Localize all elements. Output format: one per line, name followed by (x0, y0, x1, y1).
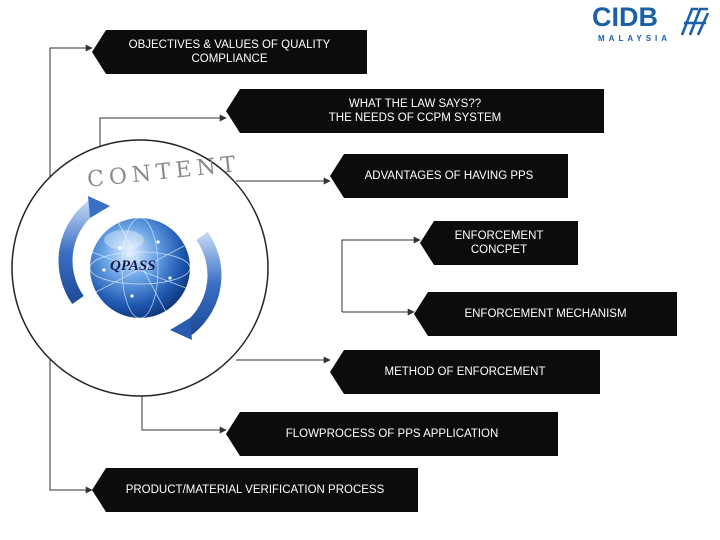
qpass-globe-label: QPASS (110, 258, 156, 274)
topic-banner-5: ENFORCEMENT MECHANISM (414, 292, 677, 336)
connector-7 (141, 395, 227, 434)
topic-label: WHAT THE LAW SAYS?? THE NEEDS OF CCPM SY… (328, 98, 502, 124)
connector-4 (341, 236, 421, 312)
topic-banner-3: ADVANTAGES OF HAVING PPS (330, 154, 568, 198)
topic-banner-8: PRODUCT/MATERIAL VERIFICATION PROCESS (92, 468, 418, 512)
topic-label: ADVANTAGES OF HAVING PPS (364, 170, 534, 182)
topic-label: FLOWPROCESS OF PPS APPLICATION (285, 428, 499, 440)
topic-label: OBJECTIVES & VALUES OF QUALITY COMPLIANC… (128, 39, 331, 65)
connector-8 (49, 480, 93, 494)
topic-banner-6: METHOD OF ENFORCEMENT (330, 350, 600, 394)
topic-banner-4: ENFORCEMENT CONCPET (420, 221, 578, 265)
cidb-logo: CIDB MALAYSIA (592, 2, 714, 48)
topic-banner-1: OBJECTIVES & VALUES OF QUALITY COMPLIANC… (92, 30, 367, 74)
topic-label: ENFORCEMENT MECHANISM (464, 308, 627, 320)
topic-label: ENFORCEMENT CONCPET (454, 230, 544, 256)
topic-banner-7: FLOWPROCESS OF PPS APPLICATION (226, 412, 558, 456)
logo-wordmark: CIDB (592, 2, 658, 32)
topic-label: METHOD OF ENFORCEMENT (384, 366, 546, 378)
globe-icon (89, 217, 191, 319)
topic-label: PRODUCT/MATERIAL VERIFICATION PROCESS (125, 484, 385, 496)
topic-banner-2: WHAT THE LAW SAYS?? THE NEEDS OF CCPM SY… (226, 89, 604, 133)
logo-subtitle: MALAYSIA (598, 34, 672, 43)
cycle-arrows-icon (58, 196, 222, 340)
cidb-mark-icon (680, 7, 710, 36)
